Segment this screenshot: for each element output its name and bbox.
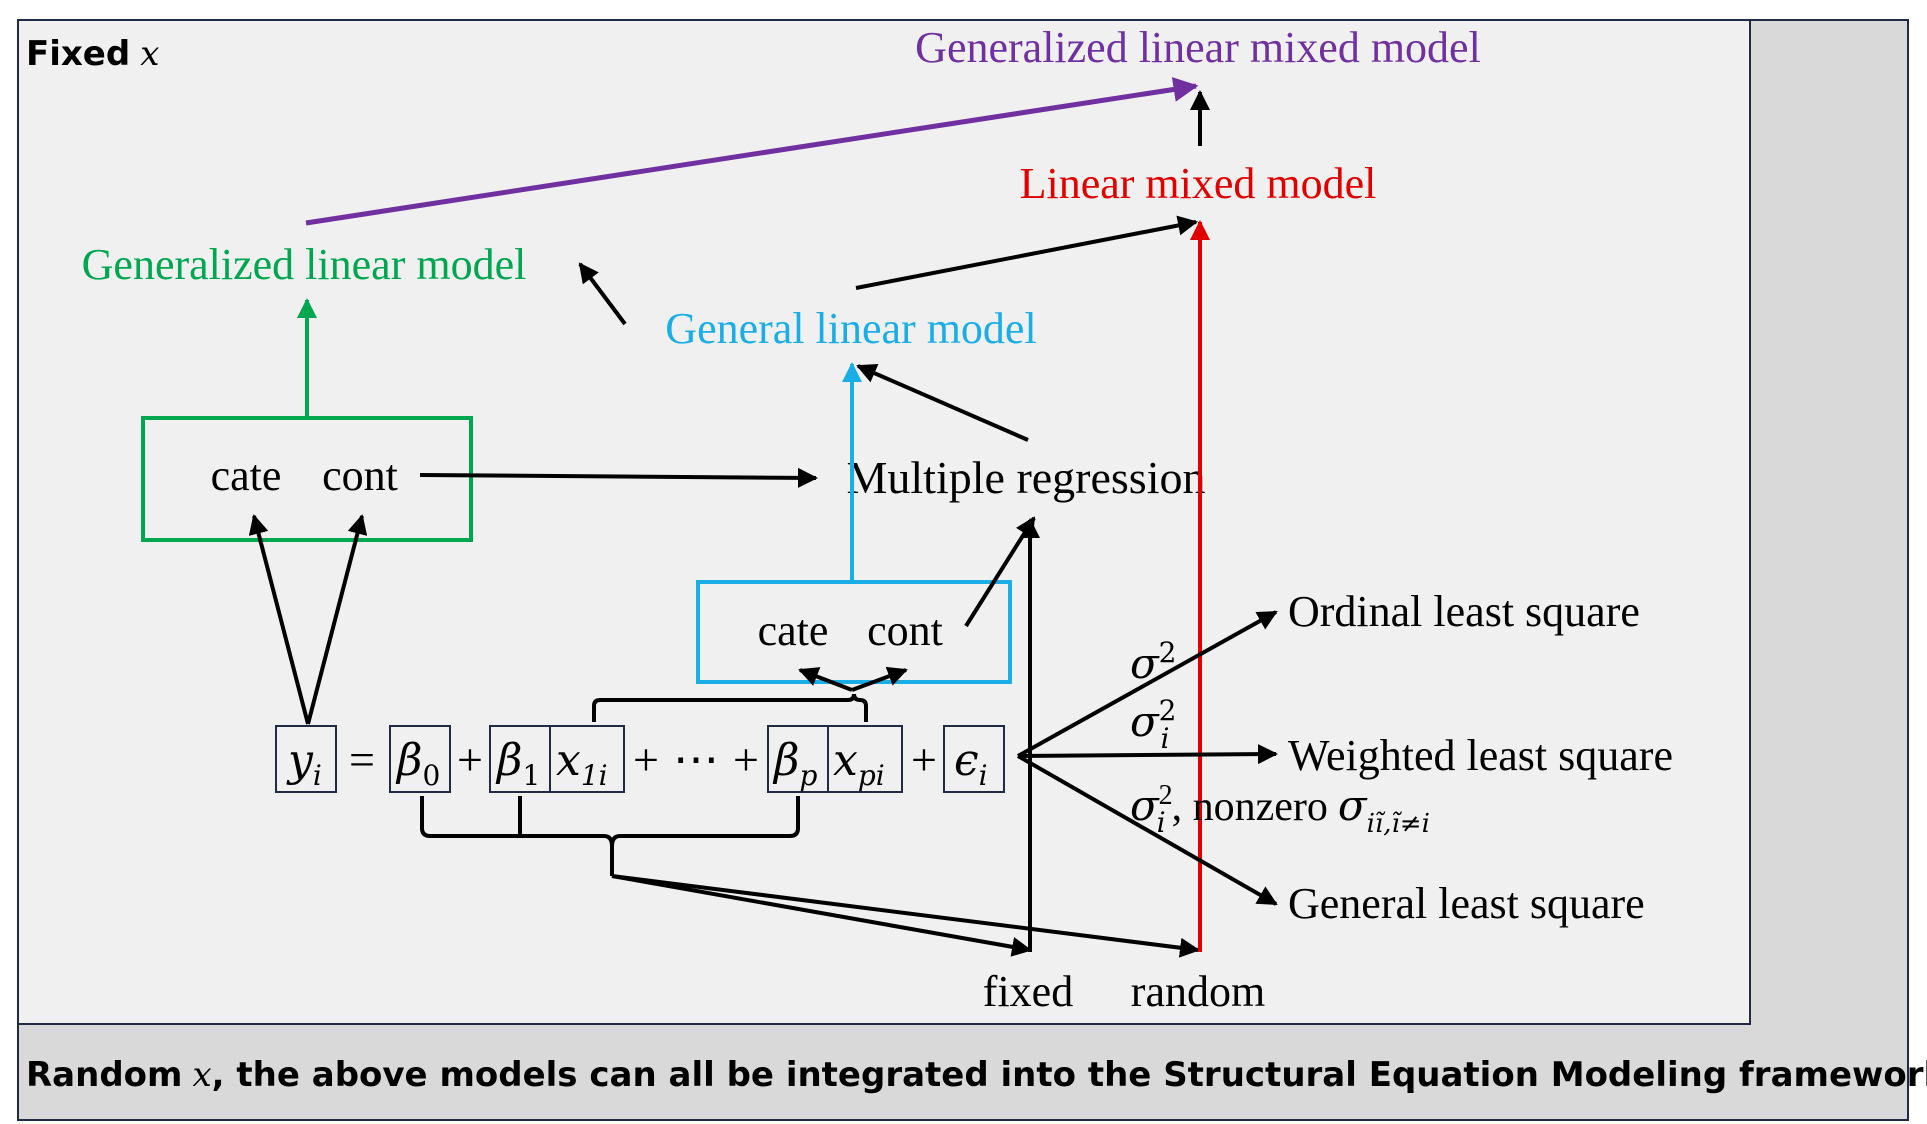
x1-box (549, 725, 625, 793)
glm-to-glmm-arrow (305, 77, 1199, 226)
y-to-cate-arrow (248, 514, 310, 725)
plus-sign-4: + (911, 734, 937, 785)
eps-to-gls-arrow (1017, 754, 1278, 906)
ols-label: Ordinal least square (1288, 587, 1640, 636)
ellipsis: ⋯ (673, 734, 719, 785)
general-lm-to-lmm-arrow (855, 215, 1198, 290)
wls-label: Weighted least square (1288, 731, 1673, 780)
plus-sign-3: + (733, 734, 759, 785)
sigma-sq-label: σ2 (1130, 636, 1177, 688)
epsilon-box (943, 725, 1005, 793)
cont-to-mr-arrow (419, 467, 818, 488)
multiple-regression-title: Multiple regression (847, 452, 1206, 503)
y-box (275, 725, 337, 793)
general-lm-variable-box (696, 580, 1012, 684)
general-lm-to-glm-arrow (578, 262, 627, 326)
equals-sign: = (349, 734, 375, 785)
xp-term: xpi (833, 735, 885, 792)
plus-sign-1: + (457, 734, 483, 785)
betap-term: βp (772, 735, 817, 792)
glm-cate-label: cate (211, 451, 282, 500)
brace-to-cate-arrow (798, 667, 853, 692)
glm-variable-box (141, 416, 473, 542)
brace-to-cont-arrow (851, 666, 908, 692)
fixed-effects-label: fixed (983, 967, 1073, 1016)
beta0-box (389, 725, 451, 793)
regression-equation: yi = β0 + β1 x1i + ⋯ + βp xpi + ϵi (275, 725, 1005, 793)
beta-to-fixed-arrow (611, 874, 1032, 957)
eps-to-wls-arrow (1017, 744, 1278, 765)
x-terms-brace (592, 693, 868, 722)
epsilon-term: ϵi (954, 735, 988, 792)
gls-label: General least square (1288, 879, 1645, 928)
general-lm-cont-label: cont (867, 606, 943, 655)
y-term: yi (286, 735, 322, 792)
lmm-title: Linear mixed model (1020, 159, 1377, 208)
random-effects-label: random (1131, 967, 1265, 1016)
x1-term: x1i (556, 735, 608, 792)
mr-to-general-lm-arrow (856, 364, 1029, 442)
xp-box (827, 725, 903, 793)
general-lm-title: General linear model (665, 304, 1036, 353)
glmm-title: Generalized linear mixed model (915, 23, 1481, 72)
general-lm-cate-label: cate (758, 606, 829, 655)
fixed-x-panel (17, 19, 1751, 1025)
beta1-term: β1 (495, 735, 540, 792)
beta-to-random-arrow (611, 874, 1200, 958)
plus-sign-2: + (633, 734, 659, 785)
eps-to-ols-arrow (1017, 610, 1278, 758)
y-to-cont-arrow (306, 514, 368, 725)
beta0-term: β0 (395, 735, 440, 792)
glm-title: Generalized linear model (82, 240, 527, 289)
glm-cont-label: cont (322, 451, 398, 500)
